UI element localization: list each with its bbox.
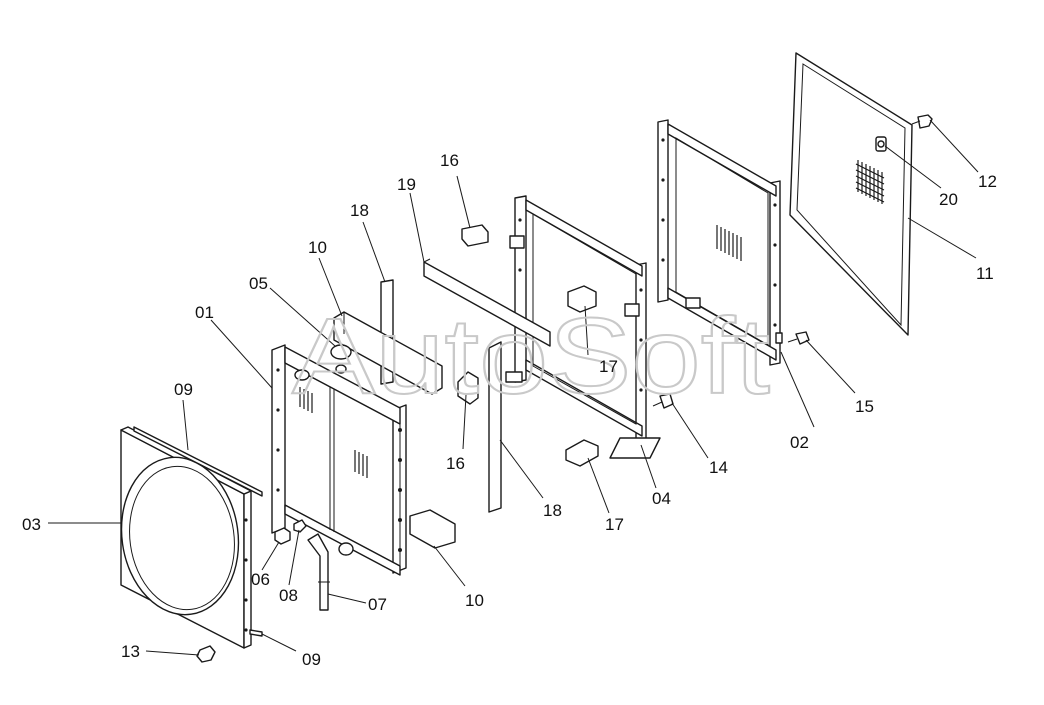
part-block-17-top <box>567 285 597 313</box>
label-04: 04 <box>652 489 671 508</box>
label-15: 15 <box>855 397 874 416</box>
part-block-16-mid <box>457 371 479 405</box>
label-20: 20 <box>939 190 958 209</box>
label-16-top: 16 <box>440 151 459 170</box>
part-bar-19 <box>423 258 551 347</box>
label-18-back: 18 <box>350 201 369 220</box>
label-10-bottom: 10 <box>465 591 484 610</box>
part-clip <box>875 136 887 152</box>
part-screen-frame <box>789 52 913 336</box>
label-16-mid: 16 <box>446 454 465 473</box>
label-14: 14 <box>709 458 728 477</box>
part-fan-shroud <box>120 426 252 649</box>
part-bar-18-front <box>488 341 502 513</box>
label-05: 05 <box>249 274 268 293</box>
part-support-frame <box>505 195 661 459</box>
part-drain-hose <box>307 533 330 611</box>
label-17-bottom: 17 <box>605 515 624 534</box>
label-08: 08 <box>279 586 298 605</box>
part-block-16-top <box>461 224 489 247</box>
part-seal-strip-top <box>133 426 263 497</box>
part-wing-bolt <box>911 114 933 129</box>
part-seal-strip-bottom <box>249 629 263 637</box>
label-18-front: 18 <box>543 501 562 520</box>
label-01: 01 <box>195 303 214 322</box>
label-17-top: 17 <box>599 357 618 376</box>
part-bar-10-bottom <box>409 509 456 549</box>
label-09-bottom: 09 <box>302 650 321 669</box>
label-11: 11 <box>976 264 994 283</box>
part-bar-10-top <box>333 311 443 395</box>
label-09-top: 09 <box>174 380 193 399</box>
label-07: 07 <box>368 595 387 614</box>
part-drain-plug <box>274 527 291 545</box>
part-block-17-bottom <box>565 439 599 467</box>
part-labels: 11 12 20 02 15 14 04 17 17 18 16 16 19 1… <box>22 151 997 669</box>
label-13: 13 <box>121 642 140 661</box>
label-03: 03 <box>22 515 41 534</box>
leader-lines <box>48 119 979 656</box>
part-rear-frame <box>657 119 783 366</box>
part-bolt-13 <box>196 645 216 663</box>
label-19: 19 <box>397 175 416 194</box>
watermark: AutoSoft <box>292 295 770 416</box>
part-bolt-15 <box>787 331 810 345</box>
label-02: 02 <box>790 433 809 452</box>
part-fitting <box>293 519 307 533</box>
part-radiator-cap <box>330 344 352 374</box>
label-10-top: 10 <box>308 238 327 257</box>
label-06: 06 <box>251 570 270 589</box>
label-12: 12 <box>978 172 997 191</box>
part-radiator <box>271 344 407 576</box>
